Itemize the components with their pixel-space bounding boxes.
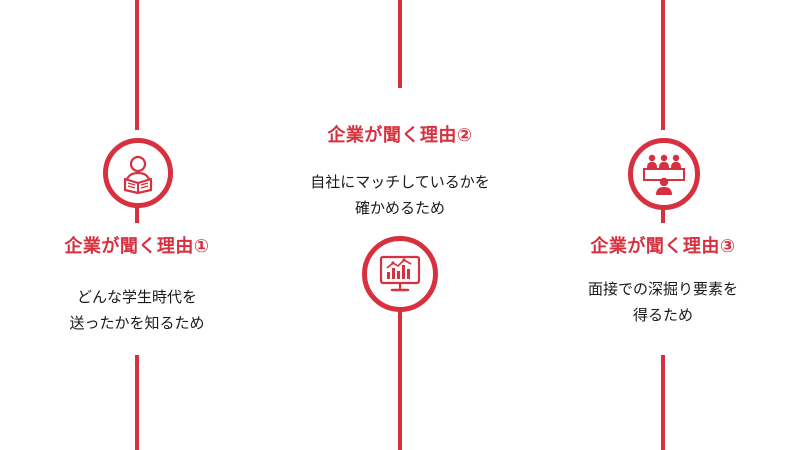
analytics-monitor-icon [379, 255, 421, 292]
column-2-line-2: 確かめるため [354, 199, 445, 217]
column-3-body: 面接での深掘り要素を 得るため [588, 276, 738, 328]
column-1-line-bottom [135, 355, 139, 450]
reading-person-icon [123, 155, 153, 194]
column-2-body: 自社にマッチしているかを 確かめるため [310, 169, 490, 221]
column-2-line-bottom [398, 311, 402, 450]
column-2-line-top [398, 0, 402, 88]
column-3-line-top [661, 0, 665, 130]
column-3-line-1: 面接での深掘り要素を [587, 280, 739, 298]
column-3-line-2: 得るため [632, 306, 694, 324]
column-3-heading: 企業が聞く理由③ [590, 236, 736, 257]
column-3-line-mid [661, 209, 665, 223]
column-2-icon-circle [362, 236, 438, 312]
column-1-line-top [135, 0, 139, 130]
column-1-icon-circle [103, 138, 173, 208]
column-1-body: どんな学生時代を 送ったかを知るため [69, 284, 204, 336]
column-1-line-mid [135, 207, 139, 223]
column-1-heading: 企業が聞く理由① [64, 236, 210, 257]
column-3-line-bottom [661, 355, 665, 450]
column-1-line-2: 送ったかを知るため [69, 314, 205, 332]
column-2-heading: 企業が聞く理由② [327, 125, 473, 146]
column-3-icon-circle [628, 138, 700, 210]
column-1-line-1: どんな学生時代を [76, 288, 198, 306]
interview-panel-icon [643, 154, 685, 195]
column-2-line-1: 自社にマッチしているかを [310, 173, 490, 191]
